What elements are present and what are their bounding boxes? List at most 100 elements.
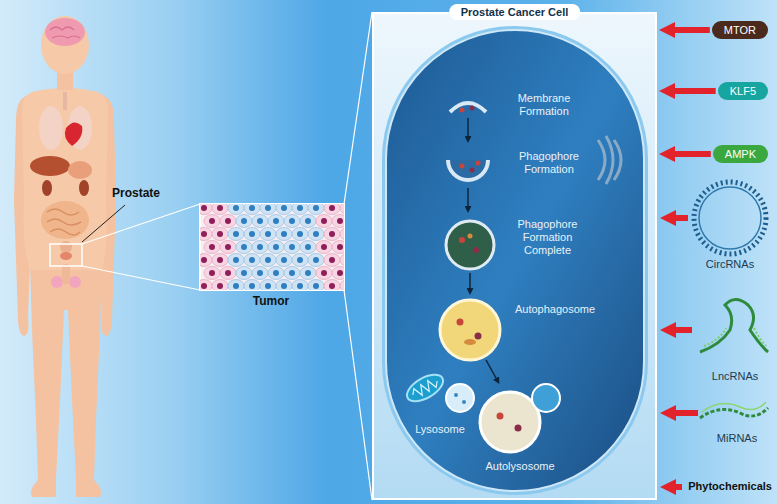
zoom-lines: [344, 290, 372, 500]
tumor-cells: [297, 231, 303, 237]
tumor-cells: [233, 231, 239, 237]
tumor-cells: [201, 283, 207, 289]
tumor-cells: [257, 244, 263, 250]
tumor-cells: [265, 283, 271, 289]
tumor-cells: [265, 231, 271, 237]
tumor-cells: [241, 218, 247, 224]
part-label: Tumor: [253, 294, 289, 308]
tumor-cells: [305, 270, 311, 276]
mirna-symbol: [700, 402, 768, 418]
tumor-cells: [200, 254, 212, 267]
regulator-arrows: [676, 215, 688, 221]
tumor-cells: [332, 241, 344, 254]
tumor-cells: [212, 204, 228, 215]
organs: [60, 252, 72, 260]
tumor-cells: [289, 270, 295, 276]
tumor-cells: [260, 254, 276, 267]
tumor-cells: [260, 228, 276, 241]
organs: [65, 122, 82, 146]
zoom-lines: [344, 12, 372, 204]
stage-label: Phagophore Formation Complete: [505, 218, 590, 258]
tumor-cells: [308, 228, 324, 241]
stage-arrows: [467, 118, 469, 136]
tumor-cells: [329, 283, 335, 289]
tumor-cells: [297, 283, 303, 289]
tumor-cells: [200, 204, 212, 215]
stage-arrows: [486, 360, 496, 378]
phagophore: [460, 164, 465, 169]
tumor-cells: [257, 218, 263, 224]
tumor-cells: [204, 267, 220, 280]
mirna-symbol: [700, 408, 768, 418]
tumor-cells: [276, 254, 292, 267]
organs: [62, 264, 70, 284]
tumor-cells: [249, 283, 255, 289]
tumor-cells: [201, 257, 207, 263]
tumor-cells: [220, 267, 236, 280]
tumor-cells: [212, 280, 228, 291]
zoom-lines: [82, 204, 200, 244]
tumor-cells: [337, 218, 343, 224]
tumor-cells: [241, 244, 247, 250]
organs: [42, 180, 52, 196]
human-body: [14, 16, 116, 497]
tumor-cells: [337, 244, 343, 250]
stage-label: Autolysosome: [485, 460, 554, 473]
mitochondrion: [403, 369, 448, 406]
organs: [39, 106, 63, 150]
tumor-cells: [292, 254, 308, 267]
tumor-cells: [329, 257, 335, 263]
tumor-cells: [220, 241, 236, 254]
tumor-cells: [276, 280, 292, 291]
tumor-cells: [281, 231, 287, 237]
tumor-cells: [308, 254, 324, 267]
regulator-arrow: [675, 88, 716, 94]
membrane-formation: [450, 103, 486, 113]
tumor-cells: [281, 283, 287, 289]
lncrna-symbol: [700, 300, 768, 353]
autolysosome: [515, 425, 522, 432]
tumor-cells: [273, 244, 279, 250]
tumor-cells: [324, 228, 340, 241]
tumor-cells: [284, 241, 300, 254]
tumor-cells: [340, 254, 344, 267]
tumor-cells: [217, 257, 223, 263]
tumor-cells: [324, 204, 340, 215]
tumor-cells: [321, 244, 327, 250]
organs: [50, 27, 80, 38]
regulator-arrow: [675, 151, 711, 157]
autophagosome: [464, 339, 476, 345]
mitochondrion: [403, 369, 448, 406]
tumor-cells: [265, 257, 271, 263]
organs: [63, 92, 67, 110]
membrane-formation: [450, 103, 486, 112]
tumor-cells: [228, 204, 244, 215]
tumor-cells: [244, 228, 260, 241]
mitochondrion: [410, 377, 439, 400]
lysosome: [446, 384, 474, 412]
tumor-cells: [321, 218, 327, 224]
regulator-arrows: [676, 218, 698, 487]
organs: [41, 201, 89, 239]
tumor-cells: [249, 205, 255, 211]
tumor-cells: [308, 204, 324, 215]
lysosome: [462, 400, 466, 404]
autophagosome: [440, 300, 500, 360]
tumor-cells: [225, 270, 231, 276]
tumor-cells: [324, 254, 340, 267]
organs: [51, 276, 63, 288]
tumor-inset: [196, 202, 364, 293]
tumor-cells: [236, 215, 252, 228]
tumor-cells: [297, 205, 303, 211]
tumor-cells: [313, 257, 319, 263]
membrane-formation: [470, 106, 475, 111]
human-body: [30, 262, 102, 497]
autophagosome: [475, 333, 482, 340]
tumor-cells: [337, 270, 343, 276]
organs: [60, 241, 72, 253]
regulator-label: MiRNAs: [717, 432, 757, 445]
phagophore: [448, 160, 488, 180]
lysosome: [454, 393, 458, 397]
tumor-cells: [212, 254, 228, 267]
